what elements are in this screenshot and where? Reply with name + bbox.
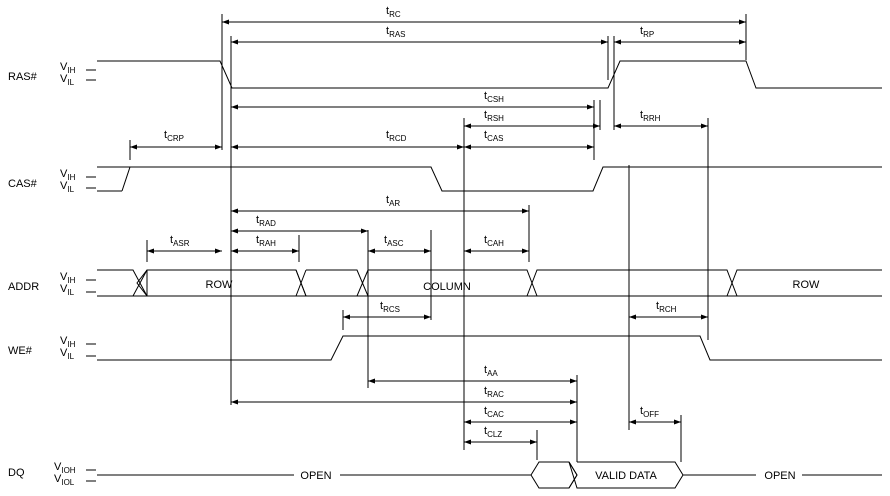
signal-name-dq: DQ — [8, 467, 25, 479]
level-labels-we: VIH VIL — [60, 335, 76, 361]
label-trac: tRAC — [484, 385, 504, 399]
reference-lines — [129, 14, 747, 462]
timing-labels: tRC tRAS tRP tCSH tRSH tRRH tCRP tRCD tC… — [164, 5, 677, 439]
signal-name-cas: CAS# — [8, 178, 38, 190]
signal-name-ras: RAS# — [8, 71, 38, 83]
label-trad: tRAD — [256, 214, 276, 228]
label-tcas: tCAS — [484, 129, 504, 143]
label-trcs: tRCS — [380, 300, 400, 314]
level-label: VIH — [60, 271, 76, 285]
ras-waveform — [97, 60, 882, 89]
label-trch: tRCH — [656, 300, 677, 314]
dq-open-label-2: OPEN — [764, 470, 795, 482]
level-labels-ras: VIH VIL — [60, 61, 76, 87]
level-label: VIL — [60, 73, 75, 87]
level-label: VIOH — [54, 461, 76, 475]
dq-valid-data-label: VALID DATA — [595, 470, 657, 482]
label-tcac: tCAC — [484, 405, 504, 419]
addr-bus — [97, 269, 882, 297]
dq-open-label-1: OPEN — [300, 470, 331, 482]
dq-bus — [97, 461, 882, 489]
cas-waveform — [97, 166, 882, 192]
addr-column-label: COLUMN — [423, 281, 471, 293]
label-trcd: tRCD — [386, 129, 407, 143]
label-trp: tRP — [640, 25, 654, 39]
level-ticks — [86, 69, 96, 482]
we-waveform — [97, 335, 882, 361]
label-trah: tRAH — [256, 234, 276, 248]
addr-row-label-1: ROW — [206, 279, 234, 291]
label-tcrp: tCRP — [164, 129, 184, 143]
addr-row-label-2: ROW — [793, 279, 821, 291]
signal-name-we: WE# — [8, 345, 33, 357]
level-label: VIH — [60, 61, 76, 75]
label-trrh: tRRH — [640, 109, 661, 123]
label-trsh: tRSH — [484, 109, 504, 123]
level-labels-addr: VIH VIL — [60, 271, 76, 297]
label-tcah: tCAH — [484, 234, 504, 248]
label-taa: tAA — [484, 364, 498, 378]
level-label: VIH — [60, 168, 76, 182]
label-tcsh: tCSH — [484, 90, 504, 104]
signal-name-addr: ADDR — [8, 281, 39, 293]
label-trc: tRC — [386, 5, 401, 19]
label-tclz: tCLZ — [484, 425, 502, 439]
timing-arrows — [130, 19, 746, 445]
level-labels-dq: VIOH VIOL — [54, 461, 76, 487]
level-label: VIL — [60, 283, 75, 297]
level-label: VIL — [60, 180, 75, 194]
label-tras: tRAS — [386, 25, 406, 39]
level-label: VIH — [60, 335, 76, 349]
level-label: VIOL — [54, 473, 75, 487]
label-tasc: tASC — [384, 234, 404, 248]
label-tar: tAR — [386, 194, 400, 208]
level-label: VIL — [60, 347, 75, 361]
level-labels-cas: VIH VIL — [60, 168, 76, 194]
label-tasr: tASR — [170, 234, 190, 248]
label-toff: tOFF — [640, 405, 659, 419]
dq-valid-data-segment — [568, 461, 684, 489]
